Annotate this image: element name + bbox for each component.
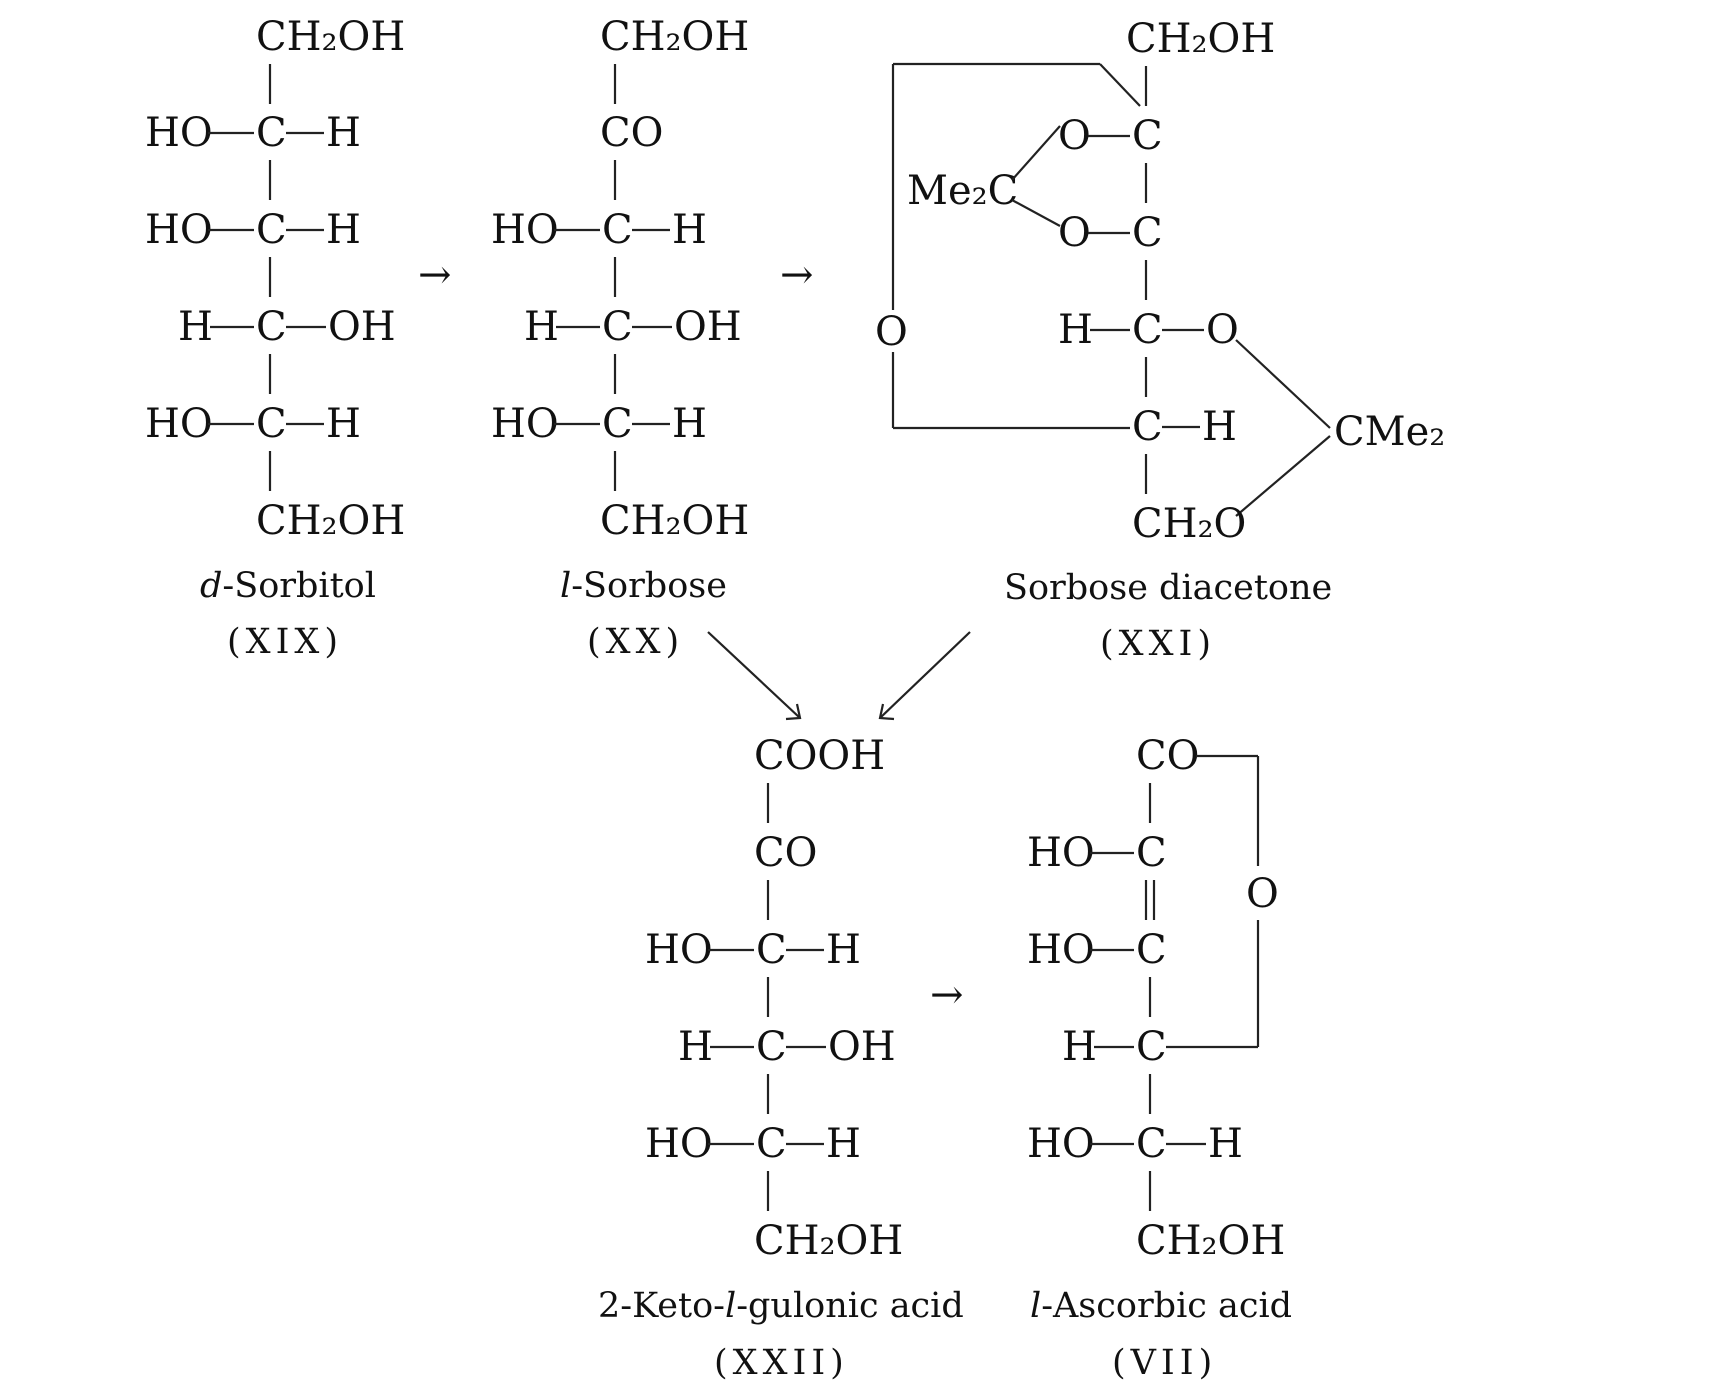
bond: [1235, 339, 1331, 429]
diacetone-row-h: H: [1058, 307, 1093, 353]
sorbitol-row3-carbon: C: [256, 304, 287, 350]
sorbose-row2-carbon: C: [602, 304, 633, 350]
reaction-arrow-3: →: [930, 972, 964, 1018]
ascorbic-row4-carbon: C: [1136, 1121, 1167, 1167]
diacetone-name: Sorbose diacetone: [1004, 568, 1332, 608]
bond: [1011, 125, 1061, 181]
sorbose-row3-carbon: C: [602, 401, 633, 447]
sorbitol-numeral: (XIX): [227, 622, 343, 662]
ascorbic-row3-left: H: [1062, 1024, 1097, 1070]
diacetone-row-c: C: [1132, 307, 1163, 353]
ascorbic-row4-right: H: [1208, 1121, 1243, 1167]
sorbitol-row3-left: H: [178, 304, 213, 350]
converging-arrows: [707, 631, 971, 721]
bond: [1235, 435, 1331, 517]
ascorbic-row1-carbon: C: [1136, 830, 1167, 876]
keto-acid-row3-carbon: C: [756, 1121, 787, 1167]
sorbitol-row4-left: HO: [145, 401, 213, 447]
arrow-from-diacetone: [879, 631, 971, 719]
sorbose-carbonyl: CO: [600, 110, 663, 156]
ascorbic-bottom-group: CH₂OH: [1136, 1218, 1285, 1264]
keto-acid-row1-carbon: C: [756, 927, 787, 973]
arrow-from-sorbose: [707, 631, 801, 719]
keto-acid-row3-right: H: [826, 1121, 861, 1167]
ascorbic-top-carbonyl: CO: [1136, 733, 1199, 779]
keto-acid-row2-right: OH: [828, 1024, 896, 1070]
keto-acid-name: 2-Keto-l-gulonic acid: [598, 1286, 964, 1326]
diacetone-o2: O: [1058, 210, 1091, 256]
diacetone-o1: O: [1058, 113, 1091, 159]
diacetone-c4: C: [1132, 404, 1163, 450]
sorbitol-top-group: CH₂OH: [256, 14, 405, 60]
diacetone-c4-h: H: [1202, 404, 1237, 450]
sorbose-numeral: (XX): [587, 622, 684, 662]
ascorbic-row4-left: HO: [1027, 1121, 1095, 1167]
ascorbic-row2-left: HO: [1027, 927, 1095, 973]
keto-acid-row1-right: H: [826, 927, 861, 973]
sorbitol-row2-right: H: [326, 207, 361, 253]
keto-acid-carbonyl: CO: [754, 830, 817, 876]
ring-bond: [1099, 63, 1141, 107]
sorbose-row1-right: H: [672, 207, 707, 253]
sorbose-row2-right: OH: [674, 304, 742, 350]
arrowhead: [878, 703, 895, 721]
structure-d-sorbitol: CH₂OH HO C H HO C H H C OH HO C H CH₂OH …: [145, 14, 405, 662]
sorbitol-row2-carbon: C: [256, 207, 287, 253]
diacetone-c1: C: [1132, 113, 1163, 159]
keto-acid-row1-left: HO: [645, 927, 713, 973]
diacetone-row-o: O: [1206, 307, 1239, 353]
diacetone-bottom-group: CH₂O: [1132, 501, 1246, 547]
structure-l-ascorbic-acid: CO O HO C HO C H C HO C H CH₂OH l-Ascorb…: [1027, 733, 1292, 1383]
sorbose-row1-carbon: C: [602, 207, 633, 253]
sorbose-name: l-Sorbose: [560, 566, 727, 606]
bond: [1011, 199, 1061, 227]
diacetone-ring-oxygen: O: [875, 309, 908, 355]
sorbitol-row4-right: H: [326, 401, 361, 447]
diacetone-top-group: CH₂OH: [1126, 16, 1275, 62]
structure-2-keto-l-gulonic-acid: COOH CO HO C H H C OH HO C H CH₂OH 2-Ket…: [598, 733, 964, 1383]
ascorbic-row2-carbon: C: [1136, 927, 1167, 973]
reaction-arrow-1: →: [418, 252, 452, 298]
keto-acid-row3-left: HO: [645, 1121, 713, 1167]
ascorbic-numeral: (VII): [1112, 1343, 1217, 1383]
keto-acid-top-group: COOH: [754, 733, 885, 779]
sorbose-row2-left: H: [524, 304, 559, 350]
ascorbic-name: l-Ascorbic acid: [1030, 1286, 1292, 1326]
ascorbic-ring-oxygen: O: [1246, 871, 1279, 917]
sorbitol-row1-left: HO: [145, 110, 213, 156]
keto-acid-row2-carbon: C: [756, 1024, 787, 1070]
sorbitol-bottom-group: CH₂OH: [256, 498, 405, 544]
sorbitol-row1-carbon: C: [256, 110, 287, 156]
sorbitol-name: d-Sorbitol: [200, 566, 376, 606]
arrowhead: [785, 703, 802, 721]
sorbose-row3-right: H: [672, 401, 707, 447]
diacetone-c2: C: [1132, 210, 1163, 256]
sorbose-top-group: CH₂OH: [600, 14, 749, 60]
sorbose-row3-left: HO: [491, 401, 559, 447]
diacetone-numeral: (XXI): [1100, 624, 1216, 664]
diacetone-me2c: Me₂C: [907, 168, 1018, 214]
sorbose-bottom-group: CH₂OH: [600, 498, 749, 544]
sorbitol-row4-carbon: C: [256, 401, 287, 447]
structure-l-sorbose: CH₂OH CO HO C H H C OH HO C H CH₂OH l-So…: [491, 14, 749, 662]
keto-acid-row2-left: H: [678, 1024, 713, 1070]
reaction-arrow-2: →: [780, 252, 814, 298]
ascorbic-row3-carbon: C: [1136, 1024, 1167, 1070]
keto-acid-numeral: (XXII): [714, 1343, 849, 1383]
diacetone-cme2: CMe₂: [1334, 409, 1445, 455]
keto-acid-bottom-group: CH₂OH: [754, 1218, 903, 1264]
sorbitol-row2-left: HO: [145, 207, 213, 253]
ascorbic-row1-left: HO: [1027, 830, 1095, 876]
sorbitol-row3-right: OH: [328, 304, 396, 350]
sorbose-row1-left: HO: [491, 207, 559, 253]
structure-sorbose-diacetone: CH₂OH O O C Me₂C O C H C O C H: [875, 16, 1445, 664]
sorbitol-row1-right: H: [326, 110, 361, 156]
